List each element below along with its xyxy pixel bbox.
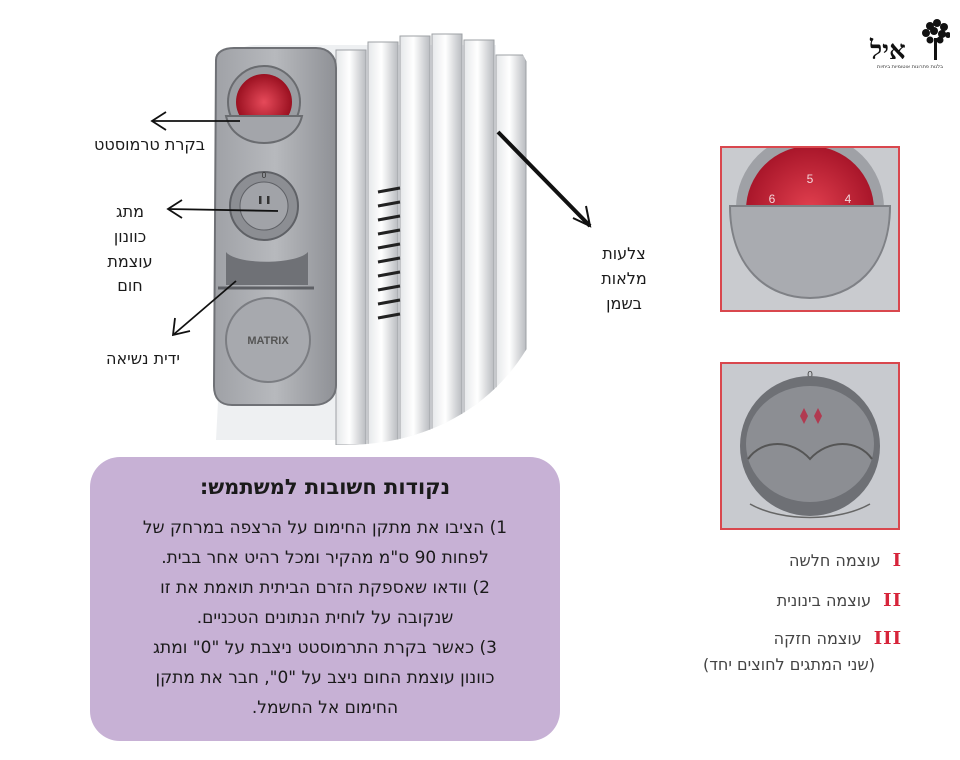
legend-label: עוצמה חלשה: [788, 551, 881, 570]
info-title: נקודות חשובות למשתמש:: [199, 475, 451, 499]
info-line: לפחות 90 ס"מ מהקיר ומכל רהיט אחר בבית.: [161, 548, 489, 568]
legend-label: עוצמה בינונית: [776, 591, 872, 610]
info-line: שנקובה על לוחית הנתונים הטכניים.: [196, 608, 454, 628]
legend-mark: II: [883, 590, 902, 611]
heat-switch-closeup: 0: [720, 362, 900, 530]
brand-text: MATRIX: [247, 335, 289, 347]
legend-label: עוצמה חזקה: [773, 629, 862, 648]
svg-text:5: 5: [807, 172, 814, 186]
vent-slots: [377, 186, 401, 320]
info-line: 3) כאשר בקרת התרמוסטט ניצבת על "0" ומתג: [153, 638, 497, 658]
label-fins: צלעות מלאות בשמן: [601, 244, 647, 313]
info-line: 2) וודאו שאספקת הזרם הביתית תואמת את זו: [160, 578, 490, 598]
info-line: 1) הציבו את מתקן החימום על הרצפה במרחק ש…: [142, 518, 508, 538]
logo: איל בלנות פתרונות אוטומיות ביתיות: [870, 18, 951, 76]
svg-text:0: 0: [807, 370, 813, 381]
legend-mark: III: [873, 628, 902, 649]
svg-text:0: 0: [262, 171, 267, 180]
label-thermostat: בקרת טרמוסטט: [94, 135, 205, 154]
logo-tagline: בלנות פתרונות אוטומיות ביתיות: [877, 64, 943, 70]
svg-text:6: 6: [769, 192, 776, 206]
heater-image: 0 MATRIX: [196, 20, 556, 445]
legend-mark: I: [892, 550, 902, 571]
logo-text: איל: [870, 36, 906, 66]
label-handle: ידית נשיאה: [106, 349, 180, 368]
legend-item-medium: II עוצמה בינונית: [777, 590, 902, 611]
svg-text:4: 4: [845, 192, 852, 206]
info-line: החימום אל החשמל.: [251, 698, 399, 718]
info-line: כוונון עוצמת החום ניצב על "0", חבר את מת…: [155, 668, 495, 688]
label-heat-switch: מתג כוונון עוצמת חום: [107, 202, 153, 296]
thermostat-closeup: 5 6 4: [720, 146, 900, 312]
legend-item-high: III עוצמה חזקה: [774, 628, 902, 649]
legend-item-low: I עוצמה חלשה: [789, 550, 902, 571]
legend-note: (שני המתגים לחוצים יחד): [702, 655, 875, 674]
brand-badge: [225, 297, 311, 383]
tree-icon: [922, 19, 951, 60]
info-box: נקודות חשובות למשתמש: 1) הציבו את מתקן ה…: [90, 457, 560, 741]
